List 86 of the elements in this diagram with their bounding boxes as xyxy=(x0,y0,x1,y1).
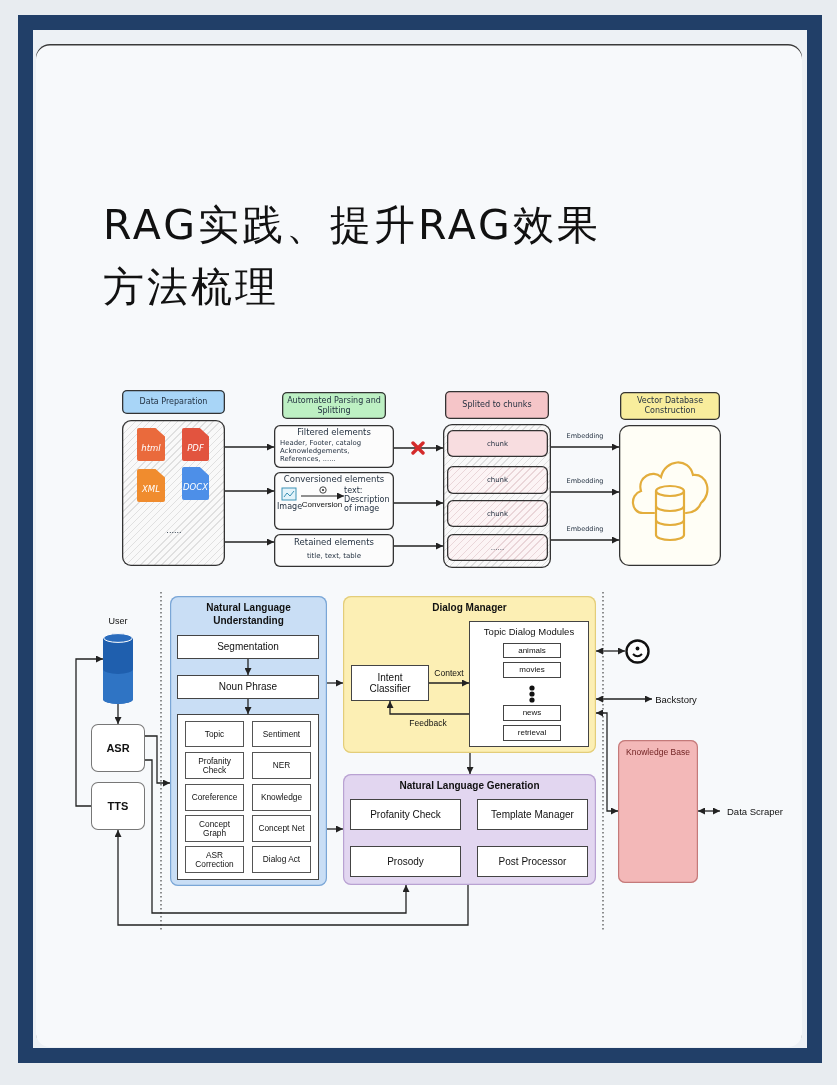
arrow xyxy=(393,499,444,507)
element-box xyxy=(274,534,394,567)
file-icon: PDF xyxy=(182,428,209,461)
arrow xyxy=(386,700,470,715)
container-panel xyxy=(443,424,551,568)
icon-caption: Image xyxy=(277,502,301,512)
header-box: Vector Database Construction xyxy=(620,392,720,420)
arrow xyxy=(550,488,620,496)
double-arrow xyxy=(595,695,653,703)
module-panel xyxy=(343,596,596,753)
module-box: TTS xyxy=(91,782,145,830)
text-label: Backstory xyxy=(652,691,700,707)
arrow xyxy=(550,443,620,451)
node-label: User xyxy=(107,616,129,627)
arrow xyxy=(224,538,275,546)
arrow xyxy=(300,492,345,500)
module-box: Post Processor xyxy=(477,846,588,877)
arrow xyxy=(466,752,474,775)
module-box: Template Manager xyxy=(477,799,588,830)
topic-box: retrieval xyxy=(503,725,561,741)
arrow xyxy=(144,759,410,914)
box-heading: Conversioned elements xyxy=(282,474,386,484)
arrow xyxy=(224,443,275,451)
module-box: Profanity Check xyxy=(185,752,244,779)
module-box: ASR xyxy=(91,724,145,772)
module-box: Concept Graph xyxy=(185,815,244,842)
arrow xyxy=(393,542,444,550)
arrow xyxy=(114,703,122,725)
arrow xyxy=(144,735,171,787)
box-heading: Retained elements xyxy=(293,537,375,547)
module-box xyxy=(469,621,589,747)
arrow xyxy=(393,444,444,452)
arrow xyxy=(428,679,470,687)
topic-box: animals xyxy=(503,643,561,658)
edge-label: Feedback xyxy=(408,718,448,729)
arrow xyxy=(224,487,275,495)
double-arrow xyxy=(595,647,626,655)
header-box: Automated Parsing and Splitting xyxy=(282,392,386,419)
panel-title: Dialog Manager xyxy=(432,602,507,615)
box-heading: Filtered elements xyxy=(296,427,372,437)
arrow xyxy=(326,679,344,687)
module-panel xyxy=(343,774,596,885)
edge-label: Context xyxy=(433,668,465,679)
module-box: Profanity Check xyxy=(350,799,461,830)
module-panel xyxy=(170,596,327,886)
file-icon: html xyxy=(137,428,165,461)
topic-box: news xyxy=(503,705,561,721)
module-box: NER xyxy=(252,752,311,779)
module-box: Concept Net xyxy=(252,815,311,842)
topic-box: movies xyxy=(503,662,561,678)
arrow xyxy=(114,829,469,926)
ellipsis-text: ...... xyxy=(165,526,183,536)
panel-title: Natural Language Understanding xyxy=(205,602,292,627)
arrow xyxy=(244,698,252,715)
element-box xyxy=(274,472,394,530)
module-box: Coreference xyxy=(185,784,244,811)
arrow xyxy=(550,536,620,544)
module-box: Segmentation xyxy=(177,635,319,659)
module-box: Dialog Act xyxy=(252,846,311,873)
file-icon: DOCX xyxy=(182,467,209,500)
element-box xyxy=(274,425,394,468)
title: RAG实践、提升RAG效果方法梳理 xyxy=(103,200,602,313)
file-icon: XML xyxy=(137,469,165,502)
header-box: Splited to chunks xyxy=(445,391,549,419)
module-box: Intent Classifier xyxy=(351,665,429,701)
module-box: Sentiment xyxy=(252,721,311,747)
arrow xyxy=(326,825,344,833)
module-box: Topic xyxy=(185,721,244,747)
arrow xyxy=(244,658,252,676)
panel-title: Natural Language Generation xyxy=(399,780,540,793)
text-label: text: Description of image xyxy=(344,486,392,516)
module-box: Knowledge xyxy=(252,784,311,811)
box-heading: Topic Dialog Modules xyxy=(483,626,575,638)
double-arrow xyxy=(595,709,619,815)
module-box xyxy=(177,714,319,880)
module-box: Noun Phrase xyxy=(177,675,319,699)
header-box: Data Preparation xyxy=(122,390,225,414)
module-box: ASR Correction xyxy=(185,846,244,873)
arrow xyxy=(75,655,104,807)
container-box xyxy=(619,425,721,566)
module-panel: Knowledge Base xyxy=(618,740,698,883)
double-arrow xyxy=(697,807,721,815)
container-panel xyxy=(122,420,225,566)
smiley-icon xyxy=(625,639,650,664)
text-label: Data Scraper xyxy=(720,803,790,819)
module-box: Prosody xyxy=(350,846,461,877)
